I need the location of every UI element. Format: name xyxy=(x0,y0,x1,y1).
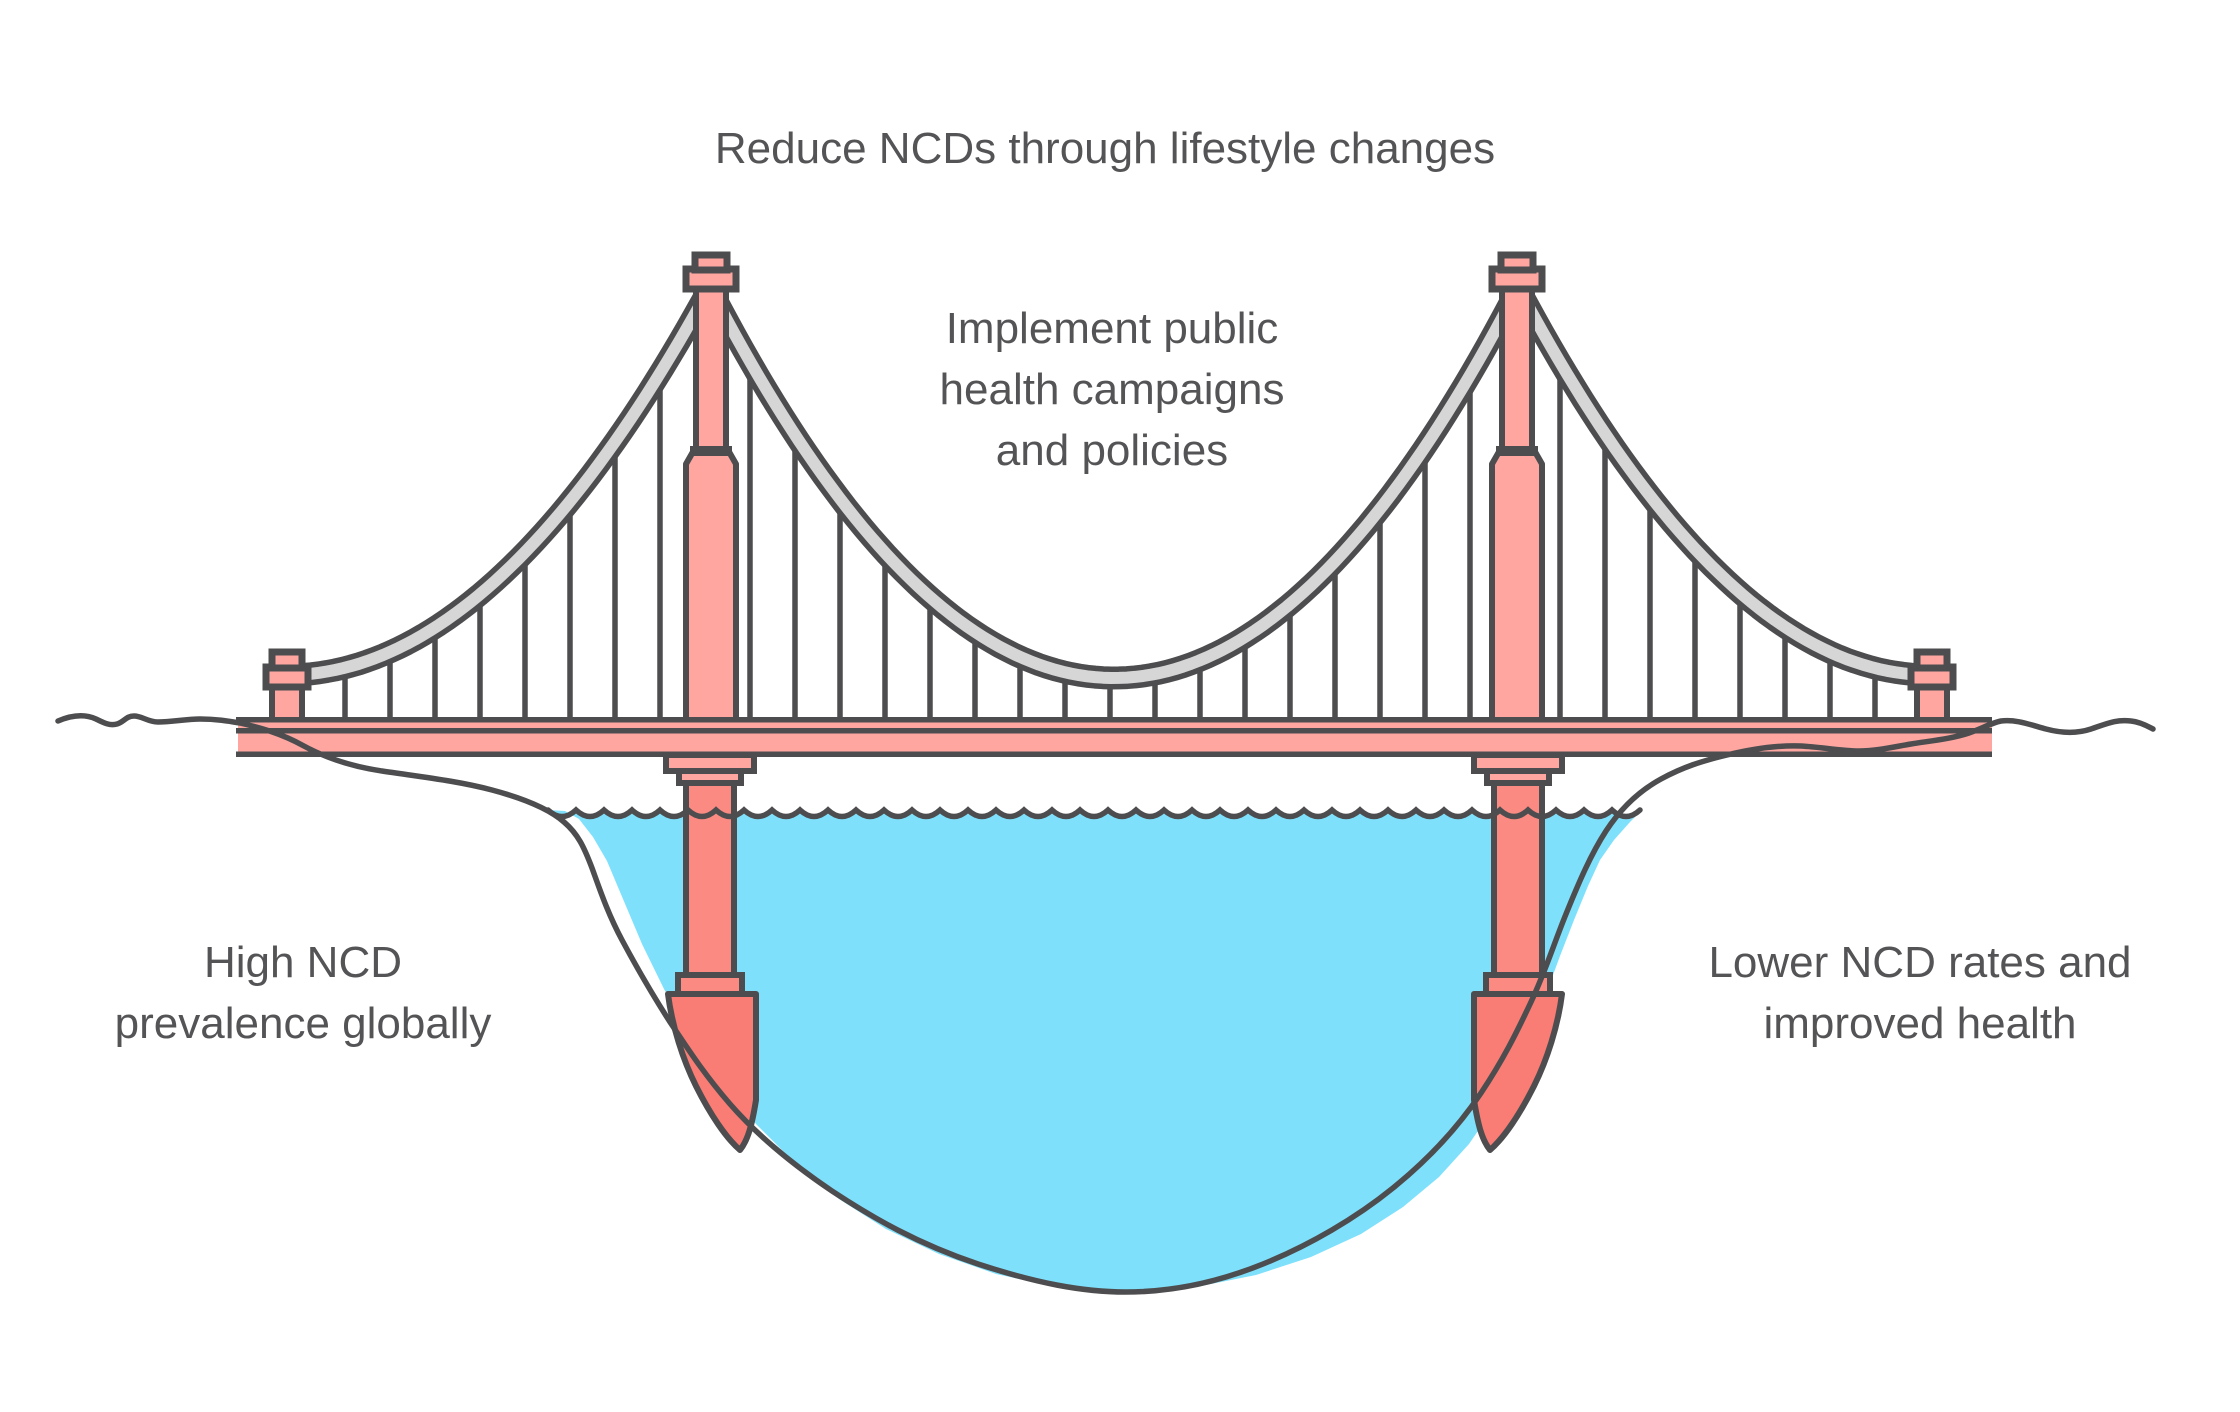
left-anchor-post xyxy=(269,683,305,725)
title: Reduce NCDs through lifestyle changes xyxy=(714,124,1496,173)
left-tower-upper xyxy=(693,284,729,456)
left-anchor-cap xyxy=(268,648,306,672)
left-label-line2: prevalence globally xyxy=(114,999,492,1048)
left-tower-cap-top xyxy=(691,251,731,274)
right-anchor-cap xyxy=(1913,648,1951,672)
center-label-line2: health campaigns xyxy=(939,365,1285,414)
deck-line-middle xyxy=(236,728,1992,734)
deck-line-top xyxy=(236,717,1992,723)
right-label-line1: Lower NCD rates and xyxy=(1708,938,2132,987)
right-label: Lower NCD rates and improved health xyxy=(1708,932,2131,1054)
deck-line-bottom xyxy=(236,751,1992,757)
terrain-outline xyxy=(55,713,2156,1295)
right-anchor-post xyxy=(1914,683,1950,725)
deck-band xyxy=(238,722,1992,757)
center-label-line3: and policies xyxy=(995,426,1229,475)
left-deck-bracket-step xyxy=(676,768,744,786)
left-tower-lower xyxy=(683,447,739,725)
right-deck-bracket-step xyxy=(1484,768,1552,786)
main-cable-core xyxy=(281,282,1933,684)
left-label-line1: High NCD xyxy=(203,938,403,987)
right-tower-cap-top xyxy=(1497,251,1537,274)
left-label: High NCD prevalence globally xyxy=(115,932,492,1054)
water-surface-wave xyxy=(545,806,1643,820)
right-label-line2: improved health xyxy=(1763,999,2077,1048)
center-label: Implement public health campaigns and po… xyxy=(940,298,1285,481)
right-tower-lower xyxy=(1489,447,1545,725)
right-pier-foundation xyxy=(1471,991,1565,1153)
right-tower-upper xyxy=(1499,284,1535,456)
water-fill xyxy=(548,810,1640,1292)
left-pier-foundation xyxy=(665,991,759,1153)
center-label-line1: Implement public xyxy=(945,304,1279,353)
